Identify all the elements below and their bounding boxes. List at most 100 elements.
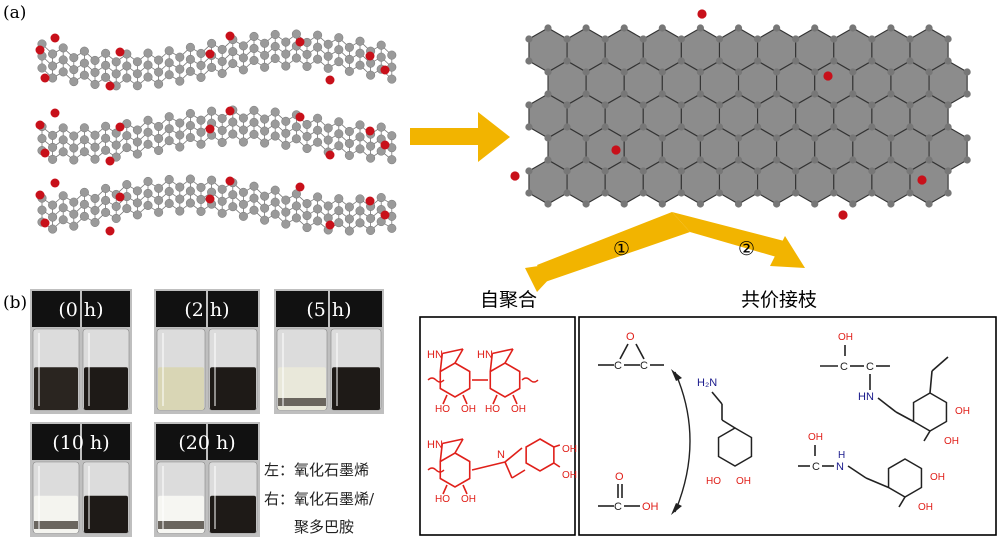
vial-cap bbox=[32, 424, 80, 460]
carbon-atom bbox=[334, 57, 344, 67]
vial-photos: (0 h)(2 h)(5 h)(10 h)(20 h) bbox=[30, 289, 384, 537]
carbon-atom bbox=[366, 225, 376, 235]
panel-label-b: (b) bbox=[3, 293, 27, 313]
carbon-atom bbox=[249, 193, 259, 203]
carbon-atom bbox=[111, 201, 121, 211]
carbon-atom bbox=[101, 48, 111, 58]
carbon-atom bbox=[238, 53, 248, 63]
carbon-atom bbox=[175, 142, 185, 152]
carbon-atom bbox=[963, 68, 971, 76]
carbon-atom bbox=[366, 213, 376, 223]
hydroxyl-label: OH bbox=[642, 501, 659, 513]
carbon-atom bbox=[715, 167, 724, 175]
hydroxyl-label: OH bbox=[918, 502, 933, 513]
legend-right-cont: 聚多巴胺 bbox=[294, 518, 354, 536]
carbon-atom bbox=[196, 72, 206, 82]
carbon-atom bbox=[69, 53, 79, 63]
amine-label: HN bbox=[427, 439, 443, 451]
carbon-atom bbox=[58, 55, 68, 65]
carbon-atom bbox=[773, 90, 781, 98]
carbon-atom bbox=[963, 156, 971, 164]
carbon-atom bbox=[658, 24, 666, 32]
carbon-atom bbox=[185, 66, 195, 76]
carbon-atom bbox=[677, 57, 685, 65]
carbon-atom bbox=[270, 29, 280, 39]
carbon-atom bbox=[925, 68, 933, 76]
carbon-atom bbox=[925, 156, 933, 164]
carbon-atom bbox=[677, 35, 685, 43]
carbon-atom bbox=[925, 200, 933, 208]
vial-photo: (10 h) bbox=[30, 422, 132, 537]
carbon-atom bbox=[217, 44, 227, 54]
hydroxyl-label: HO bbox=[706, 476, 721, 487]
carbon-atom bbox=[143, 188, 153, 198]
carbon-atom bbox=[154, 183, 164, 193]
carbon-atom bbox=[302, 199, 312, 209]
carbon-atom bbox=[281, 37, 291, 47]
vial-cap bbox=[208, 424, 258, 460]
carbon-atom bbox=[849, 134, 857, 142]
oxygen-atom bbox=[917, 175, 927, 185]
carbon-atom bbox=[238, 41, 248, 51]
carbon-atom bbox=[291, 201, 301, 211]
legend-right: 右：氧化石墨烯/ bbox=[264, 490, 375, 508]
carbon-atom bbox=[944, 101, 952, 109]
carbon-atom bbox=[387, 74, 397, 84]
carbon-atom bbox=[101, 121, 111, 131]
carbon-atom bbox=[260, 203, 270, 213]
carbon-atom bbox=[344, 226, 354, 236]
oxygen-atom bbox=[225, 106, 235, 116]
carbon-atom bbox=[658, 200, 666, 208]
vial-sediment bbox=[278, 398, 326, 406]
carbon-atom bbox=[313, 42, 323, 52]
carbon-atom bbox=[164, 58, 174, 68]
carbon-atom bbox=[69, 221, 79, 231]
carbon-atom bbox=[387, 131, 397, 141]
carbon-atom bbox=[734, 134, 743, 142]
carbon-atom bbox=[132, 137, 142, 147]
reduction-arrow bbox=[410, 112, 510, 162]
carbon-atom bbox=[143, 200, 153, 210]
covalent-grafting-box bbox=[578, 316, 997, 536]
carbon-atom bbox=[260, 138, 270, 148]
carbon-atom bbox=[207, 175, 217, 185]
carbon-atom bbox=[323, 51, 333, 61]
carbon-atom bbox=[154, 195, 164, 205]
carbon-atom bbox=[260, 62, 270, 72]
carbon-atom bbox=[48, 142, 58, 152]
carbon-atom bbox=[601, 101, 609, 109]
carbon-atom bbox=[344, 54, 354, 64]
vial-photo: (0 h) bbox=[30, 289, 132, 414]
carbon-atom bbox=[217, 137, 227, 147]
legend-left: 左：氧化石墨烯 bbox=[264, 461, 369, 479]
carbon-atom bbox=[79, 211, 89, 221]
carbon-atom bbox=[196, 115, 206, 125]
carbon-atom bbox=[563, 167, 571, 175]
carbon-atom bbox=[228, 59, 238, 69]
carbon-atom bbox=[185, 120, 195, 130]
carbon-atom bbox=[906, 35, 914, 43]
vial-liquid bbox=[332, 367, 380, 410]
carbon-atom bbox=[238, 199, 248, 209]
carbon-atom bbox=[185, 132, 195, 142]
oxygen-atom bbox=[105, 226, 115, 236]
carbon-atom bbox=[773, 156, 781, 164]
carbon-atom bbox=[111, 140, 121, 150]
carbon-atom bbox=[563, 123, 571, 131]
carbon-atom bbox=[868, 57, 876, 65]
carbon-atom bbox=[355, 120, 365, 130]
carbon-atom bbox=[792, 101, 800, 109]
carbon-atom bbox=[313, 30, 323, 40]
carbon-atom bbox=[260, 114, 270, 124]
carbon-atom bbox=[344, 138, 354, 148]
hydroxyl-label: OH bbox=[838, 332, 853, 343]
carbon-atom bbox=[238, 137, 248, 147]
amine-label: N bbox=[836, 461, 844, 473]
carbon-atom bbox=[185, 186, 195, 196]
carbon-atom bbox=[773, 24, 781, 32]
carbon-atom bbox=[792, 167, 800, 175]
reaction-arrow bbox=[674, 371, 691, 513]
carbon-atom bbox=[101, 133, 111, 143]
carbon-atom bbox=[620, 68, 628, 76]
